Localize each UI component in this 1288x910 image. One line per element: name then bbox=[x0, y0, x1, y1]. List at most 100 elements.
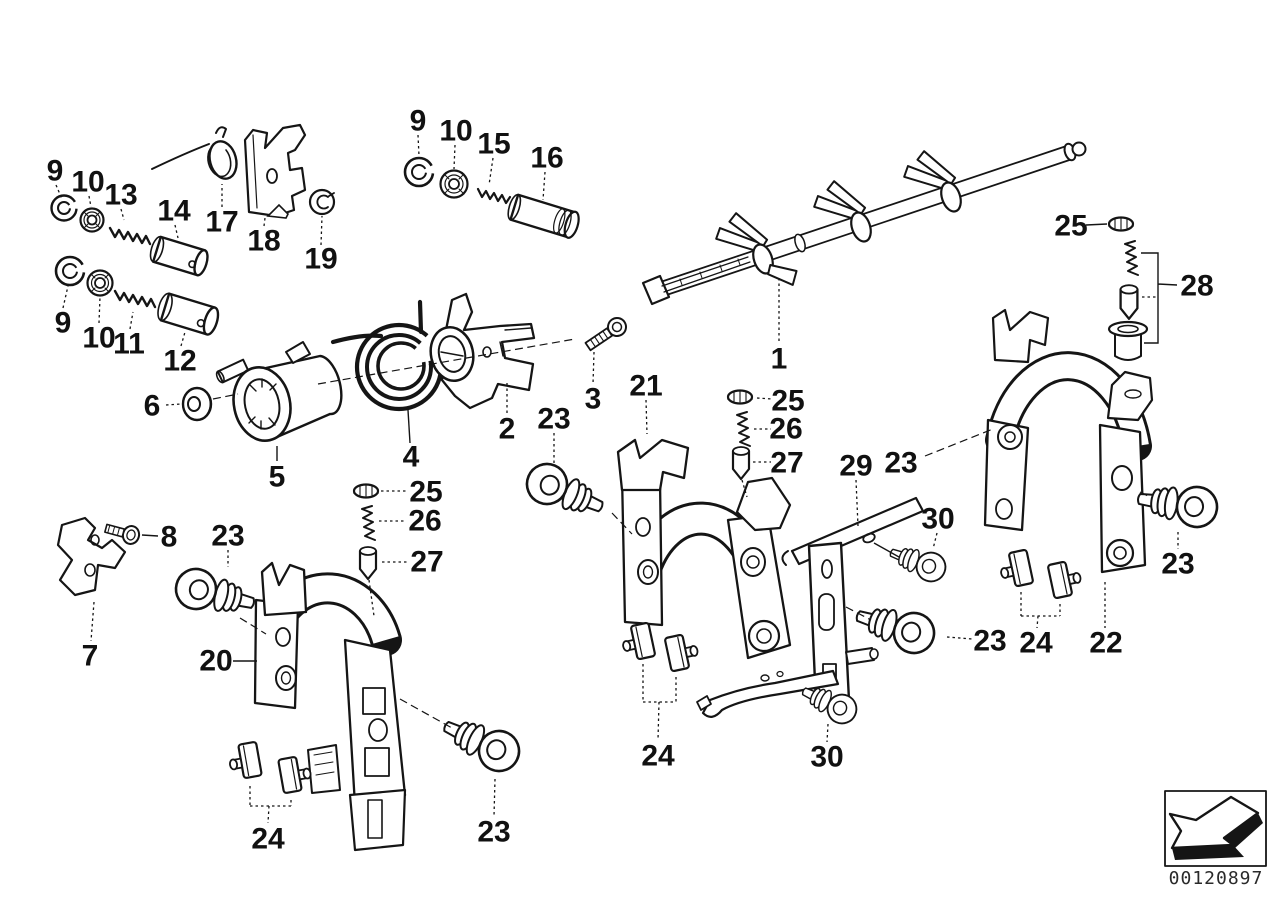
part-label-24: 24 bbox=[251, 823, 285, 856]
part-label-13: 13 bbox=[104, 179, 137, 212]
part-29-connecting-bracket bbox=[696, 496, 925, 718]
part-label-23: 23 bbox=[211, 520, 244, 553]
part-23-pivot-bolt bbox=[435, 706, 527, 779]
part-label-14: 14 bbox=[157, 195, 191, 228]
part-27-pin bbox=[358, 545, 378, 581]
part-label-23: 23 bbox=[1161, 548, 1194, 581]
part-label-10: 10 bbox=[439, 115, 472, 148]
part-27-pin bbox=[731, 445, 751, 481]
part-label-23: 23 bbox=[477, 816, 510, 849]
part-9-snap-ring bbox=[54, 255, 90, 287]
part-label-19: 19 bbox=[304, 243, 337, 276]
part-15-spring bbox=[476, 187, 512, 205]
part-label-10: 10 bbox=[71, 166, 104, 199]
part-18-bracket bbox=[243, 123, 307, 219]
part-9-snap-ring bbox=[50, 194, 82, 222]
part-label-24: 24 bbox=[1019, 627, 1053, 660]
part-12-pin bbox=[157, 292, 220, 336]
part-10-thrust-piece bbox=[79, 207, 105, 233]
part-3-screw bbox=[584, 317, 627, 352]
part-25-cap bbox=[352, 483, 380, 499]
part-label-23: 23 bbox=[884, 447, 917, 480]
part-label-29: 29 bbox=[839, 450, 872, 483]
part-23-pivot-bolt bbox=[170, 563, 260, 625]
part-16-pin bbox=[507, 193, 580, 239]
part-label-18: 18 bbox=[247, 225, 280, 258]
part-label-26: 26 bbox=[769, 413, 802, 446]
part-24-sliding-key bbox=[1046, 558, 1085, 600]
part-26-spring bbox=[1124, 240, 1139, 276]
part-24-sliding-key bbox=[277, 753, 315, 795]
part-23-pivot-bolt bbox=[1133, 477, 1221, 531]
part-label-17: 17 bbox=[205, 206, 238, 239]
part-8-screw bbox=[104, 523, 141, 545]
part-21-shift-fork bbox=[616, 438, 792, 660]
part-label-25: 25 bbox=[771, 385, 804, 418]
part-25-cap bbox=[1107, 216, 1135, 232]
part-label-22: 22 bbox=[1089, 627, 1122, 660]
part-label-15: 15 bbox=[477, 128, 510, 161]
part-13-spring bbox=[108, 226, 152, 246]
part-label-1: 1 bbox=[771, 343, 788, 376]
page-turn-arrow-icon bbox=[1168, 795, 1263, 860]
part-10-thrust-piece bbox=[439, 169, 469, 199]
part-11-spring bbox=[113, 289, 157, 309]
part-label-9: 9 bbox=[410, 105, 427, 138]
part-label-25: 25 bbox=[1054, 210, 1087, 243]
part-5-sliding-sleeve bbox=[215, 341, 343, 442]
part-label-30: 30 bbox=[810, 741, 843, 774]
part-label-6: 6 bbox=[144, 390, 161, 423]
part-label-11: 11 bbox=[113, 328, 145, 361]
part-label-30: 30 bbox=[921, 503, 954, 536]
part-label-3: 3 bbox=[585, 383, 602, 416]
part-label-27: 27 bbox=[410, 546, 443, 579]
leader-lines bbox=[55, 134, 1179, 824]
part-6-ring bbox=[181, 386, 213, 422]
part-26-spring bbox=[736, 411, 751, 447]
part-23-pivot-bolt bbox=[519, 456, 611, 527]
part-label-7: 7 bbox=[82, 640, 99, 673]
part-14-pin bbox=[149, 235, 209, 277]
part-label-9: 9 bbox=[47, 155, 64, 188]
part-10-thrust-piece bbox=[86, 269, 114, 297]
part-19-bushing bbox=[308, 188, 336, 216]
part-25-cap bbox=[726, 389, 754, 405]
part-7-latch bbox=[56, 516, 127, 597]
part-label-4: 4 bbox=[403, 441, 420, 474]
part-label-20: 20 bbox=[199, 645, 232, 678]
part-24-sliding-key bbox=[225, 740, 263, 782]
part-24-sliding-key bbox=[618, 621, 657, 663]
part-label-9: 9 bbox=[55, 307, 72, 340]
part-27-pin bbox=[1119, 284, 1139, 320]
part-2-shift-head bbox=[429, 292, 536, 410]
part-label-27: 27 bbox=[770, 447, 803, 480]
parts-artwork bbox=[50, 123, 1221, 852]
part-30-bolt bbox=[884, 537, 951, 587]
part-20-shift-fork bbox=[253, 561, 407, 852]
part-label-12: 12 bbox=[163, 345, 196, 378]
part-22-shift-fork bbox=[983, 308, 1154, 574]
part-label-24: 24 bbox=[641, 740, 675, 773]
part-17-wire-clip bbox=[151, 126, 238, 180]
part-label-28: 28 bbox=[1180, 270, 1213, 303]
part-label-25: 25 bbox=[409, 476, 442, 509]
part-label-23: 23 bbox=[537, 403, 570, 436]
part-28-bushing bbox=[1107, 320, 1149, 361]
part-9-snap-ring bbox=[403, 156, 439, 188]
part-label-10: 10 bbox=[82, 322, 115, 355]
part-label-16: 16 bbox=[530, 142, 563, 175]
part-label-2: 2 bbox=[499, 413, 516, 446]
part-label-23: 23 bbox=[973, 625, 1006, 658]
part-24-sliding-key bbox=[663, 631, 702, 673]
part-label-26: 26 bbox=[408, 505, 441, 538]
part-1-shift-rod bbox=[641, 141, 1087, 306]
part-24-sliding-key bbox=[996, 548, 1035, 590]
footer: 00120897 bbox=[1164, 790, 1267, 889]
part-label-5: 5 bbox=[269, 461, 286, 494]
drawing-number: 00120897 bbox=[1169, 868, 1264, 889]
part-label-21: 21 bbox=[629, 370, 662, 403]
part-26-spring bbox=[361, 505, 376, 541]
